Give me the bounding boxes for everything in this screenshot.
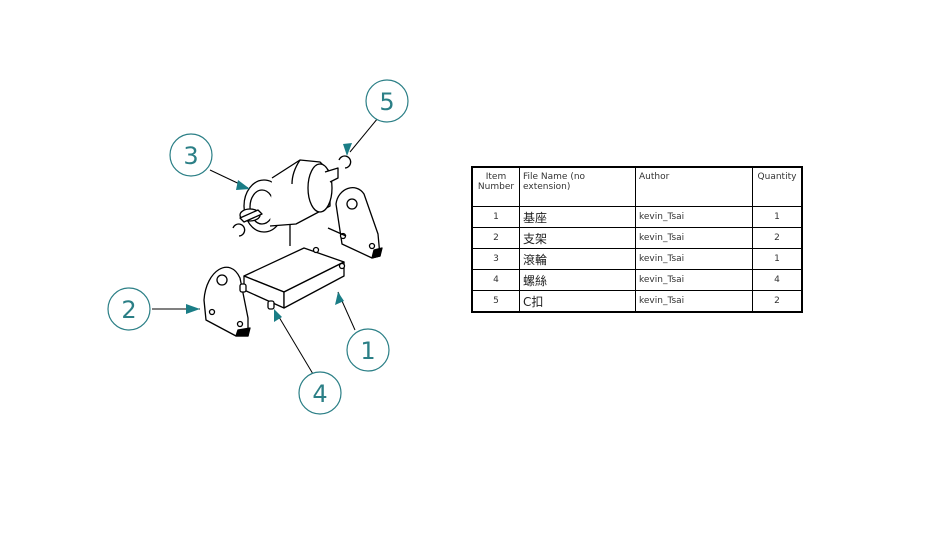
balloon-3-circle [169, 133, 213, 177]
cell-author: kevin_Tsai [635, 248, 753, 270]
table-row: 1 基座 kevin_Tsai 1 [471, 206, 803, 228]
left-bracket-part [203, 266, 251, 337]
c-clip-parts [232, 155, 352, 237]
balloon-1: 1 [360, 337, 375, 365]
leader-arrowheads [186, 143, 352, 322]
balloon-3: 3 [183, 142, 198, 170]
balloon-5: 5 [379, 88, 394, 116]
table-row: 2 支架 kevin_Tsai 2 [471, 227, 803, 249]
roller-part [239, 159, 339, 233]
screw-parts [239, 283, 275, 310]
base-part [243, 246, 346, 309]
balloon-4: 4 [312, 380, 327, 408]
cell-author: kevin_Tsai [635, 206, 753, 228]
cell-quantity: 4 [752, 269, 803, 291]
cell-author: kevin_Tsai [635, 290, 753, 313]
cell-item: 1 [471, 206, 520, 228]
right-bracket-part [327, 187, 383, 259]
cell-item: 2 [471, 227, 520, 249]
cell-author: kevin_Tsai [635, 269, 753, 291]
table-row: 3 滾輪 kevin_Tsai 1 [471, 248, 803, 270]
cell-item: 3 [471, 248, 520, 270]
bill-of-materials-table: Item Number File Name (no extension) Aut… [471, 166, 803, 313]
cell-file-name: 滾輪 [519, 248, 636, 270]
balloon-5-circle [365, 79, 409, 123]
bom-header-row: Item Number File Name (no extension) Aut… [471, 166, 803, 207]
cell-quantity: 1 [752, 248, 803, 270]
header-file-name: File Name (no extension) [519, 166, 636, 207]
balloon-1-circle [346, 328, 390, 372]
cell-quantity: 2 [752, 290, 803, 313]
cell-file-name: C扣 [519, 290, 636, 313]
table-row: 4 螺絲 kevin_Tsai 4 [471, 269, 803, 291]
cell-file-name: 基座 [519, 206, 636, 228]
balloon-4-circle [298, 371, 342, 415]
cell-file-name: 支架 [519, 227, 636, 249]
exploded-assembly-view [203, 155, 383, 337]
cell-quantity: 2 [752, 227, 803, 249]
cell-author: kevin_Tsai [635, 227, 753, 249]
cell-quantity: 1 [752, 206, 803, 228]
cell-item: 4 [471, 269, 520, 291]
table-row: 5 C扣 kevin_Tsai 2 [471, 290, 803, 313]
cell-file-name: 螺絲 [519, 269, 636, 291]
balloon-2: 2 [121, 296, 136, 324]
header-item-number: Item Number [471, 166, 520, 207]
cell-item: 5 [471, 290, 520, 313]
balloon-2-circle [107, 287, 151, 331]
header-quantity: Quantity [752, 166, 803, 207]
header-author: Author [635, 166, 753, 207]
